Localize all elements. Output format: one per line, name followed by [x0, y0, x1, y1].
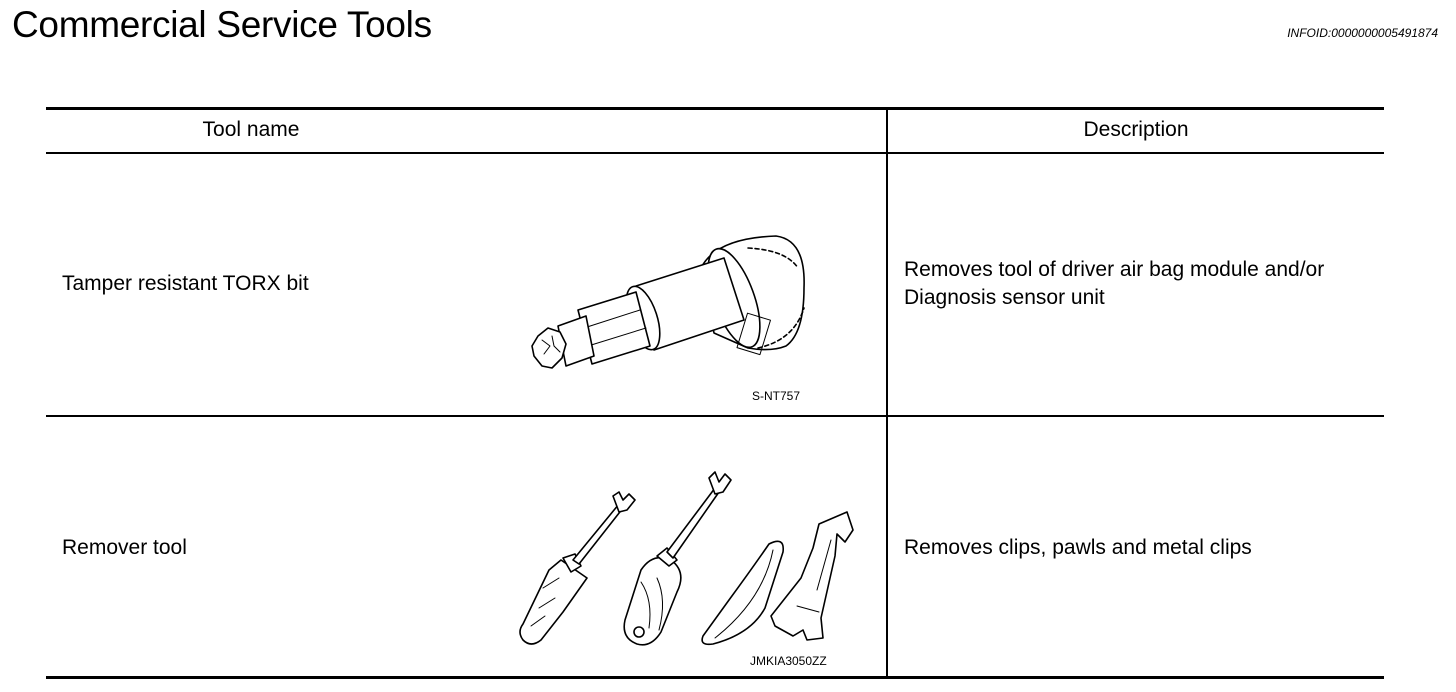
torx-bit-icon — [531, 235, 805, 369]
description-remover-tool: Removes clips, pawls and metal clips — [904, 536, 1252, 559]
column-header-description: Description — [1083, 118, 1189, 141]
header-divider — [46, 152, 1384, 154]
remover-tools-icon — [519, 471, 854, 646]
column-header-tool-name: Tool name — [202, 118, 300, 141]
info-id: INFOID:0000000005491874 — [1287, 26, 1438, 40]
page-title: Commercial Service Tools — [12, 4, 432, 45]
tool-name-remover-tool: Remover tool — [62, 536, 187, 559]
description-torx-bit-line-1: Removes tool of driver air bag module an… — [904, 258, 1325, 281]
tool-name-torx-bit: Tamper resistant TORX bit — [62, 272, 309, 295]
description-torx-bit-line-2: Diagnosis sensor unit — [904, 286, 1105, 309]
row-divider — [46, 415, 1384, 417]
column-divider — [886, 110, 888, 676]
service-tools-table: Tool name Description Tamper resistant T… — [46, 107, 1384, 679]
figure-code-torx-bit: S-NT757 — [752, 389, 801, 403]
figure-code-remover-tool: JMKIA3050ZZ — [750, 654, 827, 668]
